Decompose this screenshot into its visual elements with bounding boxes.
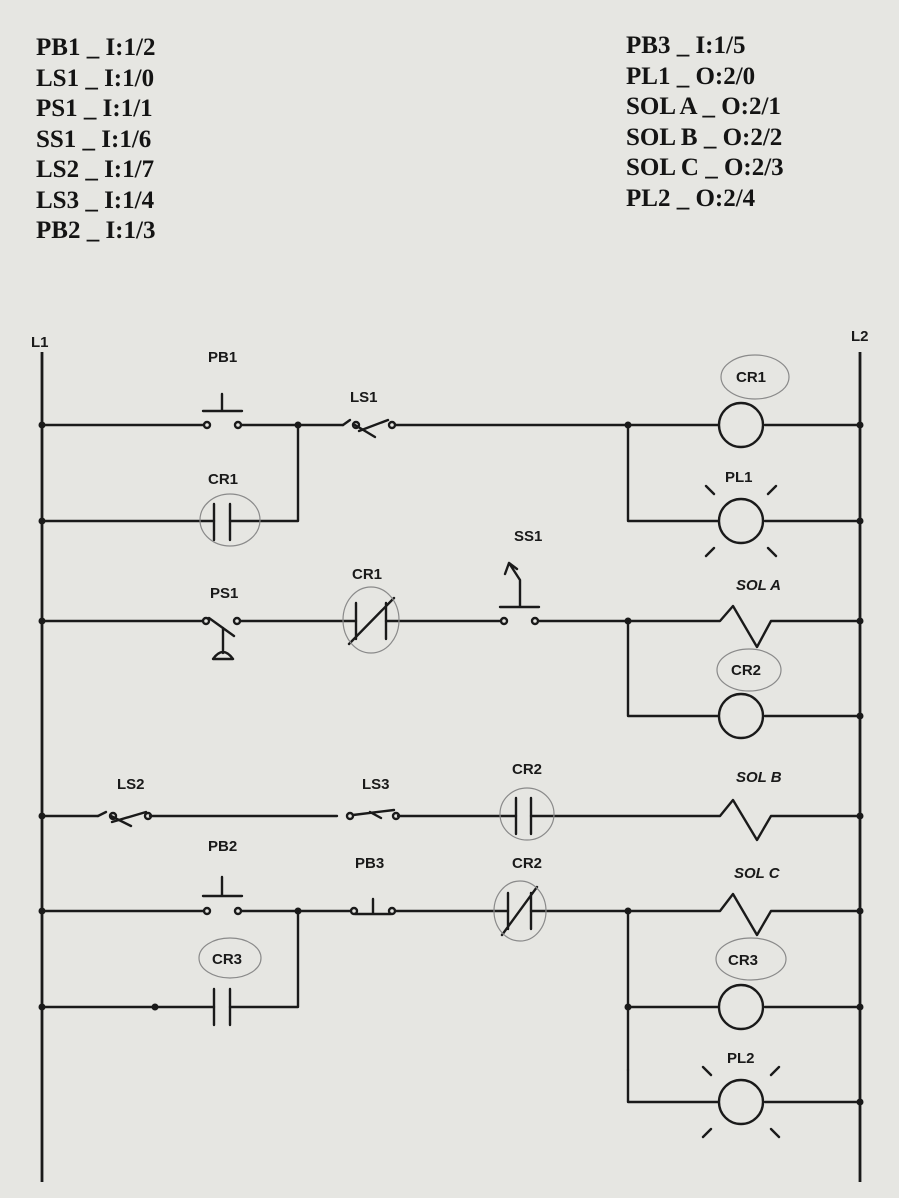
io-input-ss1: SS1 _ I:1/6 [36,125,152,153]
ls3-label: LS3 [362,776,390,793]
rung-2: PS1 CR1 SS1 SOL A CR2 [38,528,864,740]
sol-b-label: SOL B [736,769,782,786]
cr3-coil [717,983,765,1031]
cr1-contact-b-label: CR1 [352,566,382,583]
cr2-contact-no [514,796,533,836]
cr1-contact-no [212,502,232,542]
io-input-pb2: PB2 _ I:1/3 [36,217,156,244]
cr3-contact-no [212,987,232,1027]
ls2-label: LS2 [117,776,145,793]
cr1-contact-a-label: CR1 [208,471,238,488]
rung-4: PB2 PB3 CR2 SOL C CR3 CR3 PL2 [38,838,864,1139]
rung-1: PB1 LS1 CR1 CR1 PL1 [38,349,864,558]
cr1-contact-nc [347,596,396,646]
pb2-pushbutton [201,875,244,916]
ls2-limit-switch [96,810,153,828]
cr3-contact-label: CR3 [212,951,242,968]
pl2-pilot-light [701,1065,781,1139]
cr1-coil [717,401,765,449]
pb3-pushbutton [349,897,397,916]
io-input-ls2: LS2 _ I:1/7 [36,156,155,183]
rung-3: LS2 LS3 CR2 SOL B [38,761,864,842]
cr2-coil [717,692,765,740]
rail-l2-label: L2 [851,328,869,345]
io-input-ls1: LS1 _ I:1/0 [36,64,155,92]
rail-l1-label: L1 [31,334,49,351]
ps1-pressure-switch [201,616,242,661]
io-output-sol-c: SOL C _ O:2/3 [626,154,784,181]
pb1-label: PB1 [208,349,237,366]
pb1-pushbutton [201,392,244,430]
cr1-coil-label: CR1 [736,369,766,386]
cr2-contact-nc [500,885,539,937]
io-output-pl2: PL2 _ O:2/4 [626,184,756,212]
cr3-coil-label: CR3 [728,952,758,969]
pl2-label: PL2 [727,1050,755,1067]
sol-a-label: SOL A [736,577,781,594]
io-input-ls3: LS3 _ I:1/4 [36,186,155,214]
ls3-limit-switch [345,808,401,821]
io-output-pb3: PB3 _ I:1/5 [626,32,746,59]
ls1-label: LS1 [350,389,378,406]
ps1-label: PS1 [210,585,238,602]
cr2-coil-label: CR2 [731,662,761,679]
io-output-pl1: PL1 _ O:2/0 [626,62,756,90]
io-input-pb1: PB1 _ I:1/2 [36,34,156,61]
ss1-selector-switch [498,561,541,626]
cr2-contact-a-label: CR2 [512,761,542,778]
io-output-sol-a: SOL A _ O:2/1 [626,93,781,120]
pb3-label: PB3 [355,855,384,872]
io-table-inputs: PB1 _ I:1/2 LS1 _ I:1/0 PS1 _ I:1/1 SS1 … [36,33,155,247]
ss1-label: SS1 [514,528,542,545]
pl1-pilot-light [704,484,778,558]
pb2-label: PB2 [208,838,237,855]
sol-c-label: SOL C [734,865,781,882]
io-input-ps1: PS1 _ I:1/1 [36,95,153,122]
io-output-sol-b: SOL B _ O:2/2 [626,123,783,151]
ls1-limit-switch [341,418,397,439]
pl1-label: PL1 [725,469,753,486]
io-table-outputs: PB3 _ I:1/5 PL1 _ O:2/0 SOL A _ O:2/1 SO… [626,31,784,214]
cr2-contact-b-label: CR2 [512,855,542,872]
